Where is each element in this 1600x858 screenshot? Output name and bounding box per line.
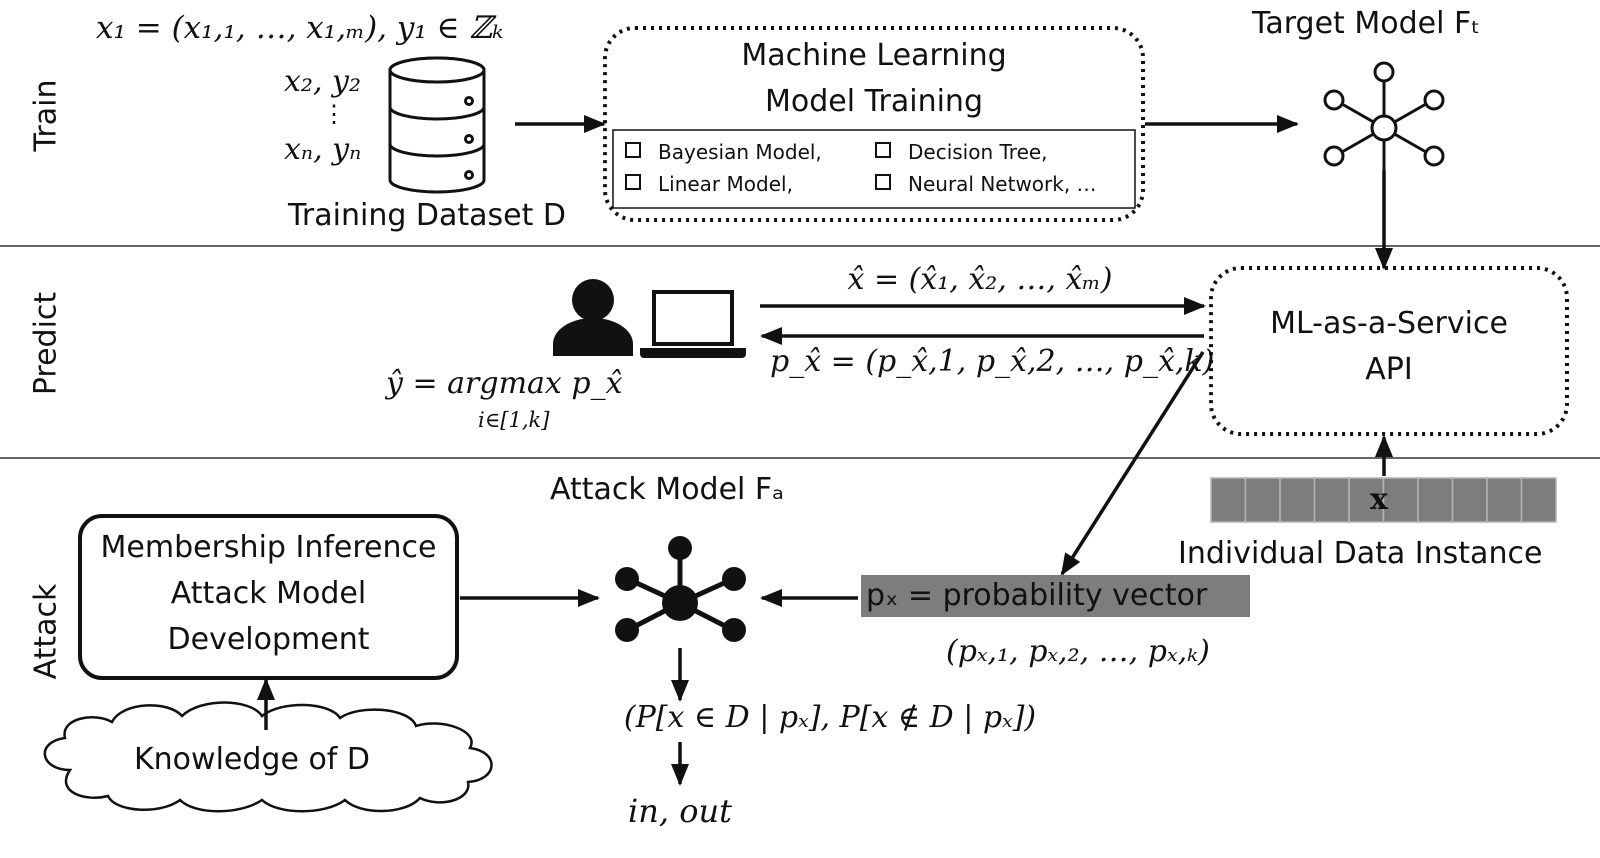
lane-label-train: Train <box>28 79 64 152</box>
arrow-api-to-prob-vector <box>1060 351 1205 576</box>
data-instance-x-label: x <box>1370 482 1388 517</box>
training-record-dots: ⋮ <box>322 100 346 128</box>
attack-model-label: Attack Model Fₐ <box>550 472 784 507</box>
option-neural-network: Neural Network, … <box>908 172 1097 196</box>
lane-label-attack: Attack <box>28 583 64 680</box>
target-model-network-icon <box>1323 61 1445 176</box>
mia-label-line3: Development <box>167 622 370 657</box>
user-icon <box>553 279 633 356</box>
api-label-line1: ML-as-a-Service <box>1270 306 1508 341</box>
option-decision-tree: Decision Tree, <box>908 140 1048 164</box>
option-checkboxes <box>625 142 891 190</box>
training-record-n: xₙ, yₙ <box>284 132 362 167</box>
attack-model-network-icon <box>615 536 746 642</box>
option-linear-model: Linear Model, <box>658 172 793 196</box>
argmax-subscript: i∈[1,k] <box>478 408 550 432</box>
membership-output-labels: in, out <box>628 792 732 830</box>
ml-service-api-box <box>1209 266 1569 436</box>
training-dataset-label: Training Dataset D <box>288 198 567 233</box>
target-model-label: Target Model Fₜ <box>1252 6 1481 41</box>
lane-label-predict: Predict <box>28 291 64 396</box>
knowledge-label: Knowledge of D <box>134 742 371 777</box>
mia-label-line1: Membership Inference <box>100 530 437 565</box>
argmax-label: ŷ = argmax p_x̂ <box>386 366 623 401</box>
api-label-line2: API <box>1365 352 1413 387</box>
option-bayesian-model: Bayesian Model, <box>658 140 822 164</box>
laptop-icon <box>640 290 746 358</box>
ml-training-title-line2: Model Training <box>765 84 983 119</box>
training-record-2: x₂, y₂ <box>284 64 361 99</box>
membership-probabilities: (P[x ∈ D | pₓ], P[x ∉ D | pₓ]) <box>623 700 1037 735</box>
individual-data-instance-label: Individual Data Instance <box>1178 536 1543 571</box>
data-instance-cells <box>1210 477 1557 523</box>
probability-vector-values: (pₓ,₁, pₓ,₂, …, pₓ,ₖ) <box>946 634 1210 669</box>
prob-vector-bar <box>861 575 1250 617</box>
database-icon <box>388 56 486 194</box>
knowledge-cloud <box>43 701 493 813</box>
training-record-1: x₁ = (x₁,₁, …, x₁,ₘ), y₁ ∈ ℤₖ <box>96 10 504 46</box>
ml-options-box <box>612 129 1136 209</box>
probability-vector-label: pₓ = probability vector <box>866 578 1208 613</box>
mia-label-line2: Attack Model <box>170 576 367 611</box>
response-vector-label: p_x̂ = (p_x̂,1, p_x̂,2, …, p_x̂,k) <box>770 344 1215 379</box>
ml-training-title-line1: Machine Learning <box>741 38 1007 73</box>
query-vector-label: x̂ = (x̂₁, x̂₂, …, x̂ₘ) <box>847 262 1113 297</box>
